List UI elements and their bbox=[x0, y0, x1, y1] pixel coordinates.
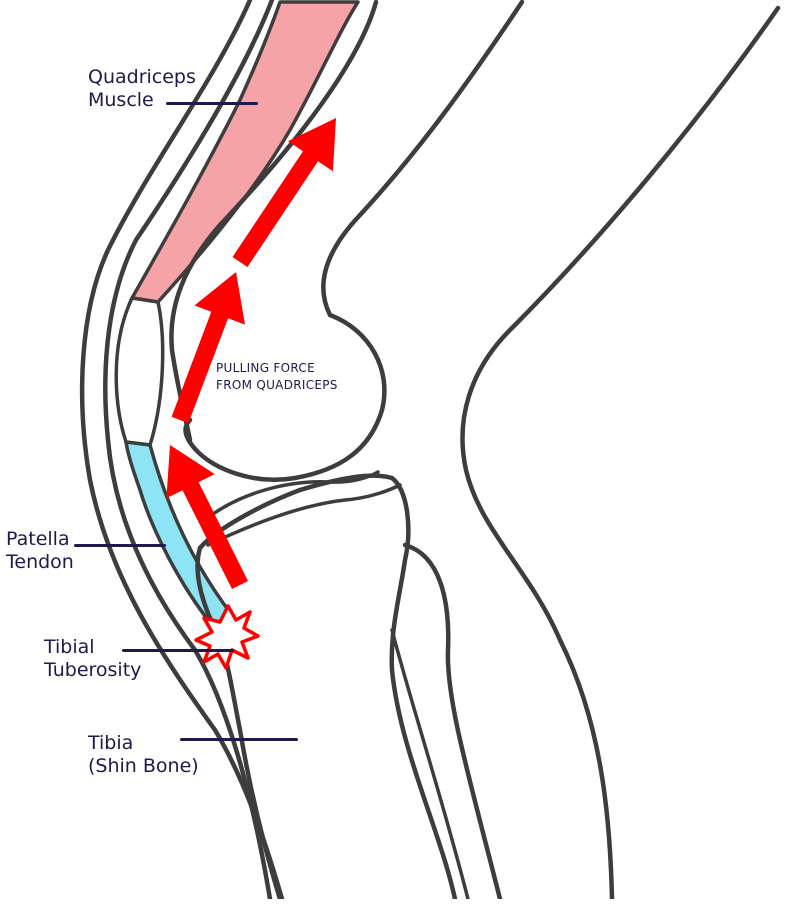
tibial-tuberosity-label-line1: Tibial bbox=[44, 636, 95, 658]
pulling-force-label-line1: PULLING FORCE bbox=[216, 361, 315, 375]
fibula-inner-line bbox=[390, 628, 470, 901]
fibula-outline bbox=[402, 542, 503, 902]
tibia-front-outline bbox=[195, 545, 283, 902]
tibia-label: Tibia (Shin Bone) bbox=[88, 732, 199, 778]
patella-tendon bbox=[124, 440, 234, 627]
femur-front-outline bbox=[169, 0, 379, 443]
force-arrow-middle bbox=[171, 272, 245, 424]
tibia-outline bbox=[197, 473, 458, 902]
femur-back-outline bbox=[321, 0, 525, 318]
thigh-inner-outline bbox=[103, 0, 275, 902]
tuberosity-pain-starburst bbox=[194, 604, 260, 670]
quadriceps-label-line1: Quadriceps bbox=[88, 66, 196, 88]
pulling-force-label-line2: FROM QUADRICEPS bbox=[216, 378, 338, 392]
quadriceps-leader-line bbox=[166, 102, 258, 105]
tibia-label-line2: (Shin Bone) bbox=[88, 755, 199, 777]
tibial-tuberosity-label-line2: Tuberosity bbox=[44, 659, 142, 681]
patella-tendon-label-line2: Tendon bbox=[6, 551, 74, 573]
front-skin-outline bbox=[79, 0, 285, 902]
patella-tendon-label-line1: Patella bbox=[6, 528, 70, 550]
force-arrow-lower bbox=[166, 445, 248, 589]
patella bbox=[114, 296, 165, 447]
pulling-force-label: PULLING FORCE FROM QUADRICEPS bbox=[216, 360, 338, 394]
tibia-leader-line bbox=[180, 738, 298, 741]
force-arrow-upper bbox=[232, 118, 336, 267]
patella-tendon-leader-line bbox=[74, 544, 166, 547]
tibial-tuberosity-label: Tibial Tuberosity bbox=[44, 636, 141, 682]
meniscus-lower bbox=[206, 483, 402, 547]
quadriceps-label-line2: Muscle bbox=[88, 89, 154, 111]
back-of-leg-outline bbox=[460, 5, 781, 902]
quadriceps-label: Quadriceps Muscle bbox=[88, 66, 196, 112]
tibia-label-line1: Tibia bbox=[88, 732, 134, 754]
pulling-force-arrows bbox=[166, 118, 336, 589]
femur-condyle bbox=[183, 312, 387, 482]
patella-tendon-label: Patella Tendon bbox=[6, 528, 74, 574]
tibial-tuberosity-leader-line bbox=[122, 649, 234, 652]
